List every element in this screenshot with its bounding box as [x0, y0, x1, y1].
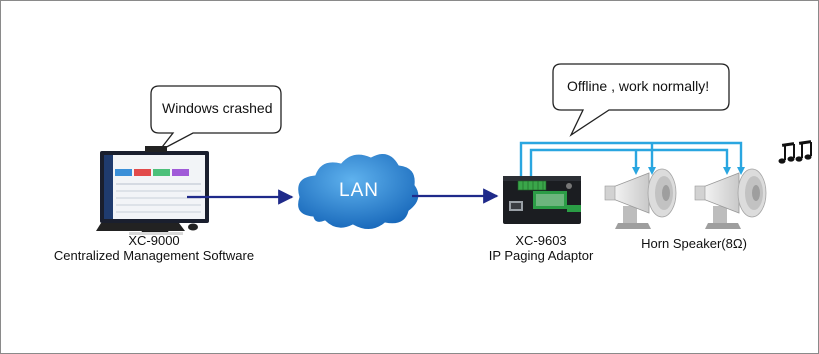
computer-description: Centralized Management Software	[53, 248, 255, 263]
adaptor-label: XC-9603 IP Paging Adaptor	[471, 233, 611, 263]
horn-speaker-icon	[694, 168, 767, 229]
audio-wiring	[519, 141, 743, 179]
horn-speaker-icon	[604, 168, 677, 229]
cloud-icon	[297, 152, 420, 230]
offline-callout	[552, 63, 730, 137]
audio-arrowheads	[632, 167, 745, 175]
offline-text: Offline , work normally!	[567, 78, 710, 94]
music-notes-icon	[778, 140, 812, 164]
speaker-label: Horn Speaker(8Ω)	[641, 236, 747, 251]
adaptor-model: XC-9603	[515, 233, 567, 248]
computer-label: XC-9000 Centralized Management Software	[9, 233, 299, 263]
windows-crashed-text: Windows crashed	[162, 100, 273, 116]
windows-crashed-callout	[150, 85, 282, 152]
adaptor-device-icon	[503, 176, 581, 224]
computer-icon	[96, 146, 209, 235]
adaptor-description: IP Paging Adaptor	[488, 248, 594, 263]
lan-label: LAN	[339, 180, 379, 201]
computer-model: XC-9000	[128, 233, 180, 248]
